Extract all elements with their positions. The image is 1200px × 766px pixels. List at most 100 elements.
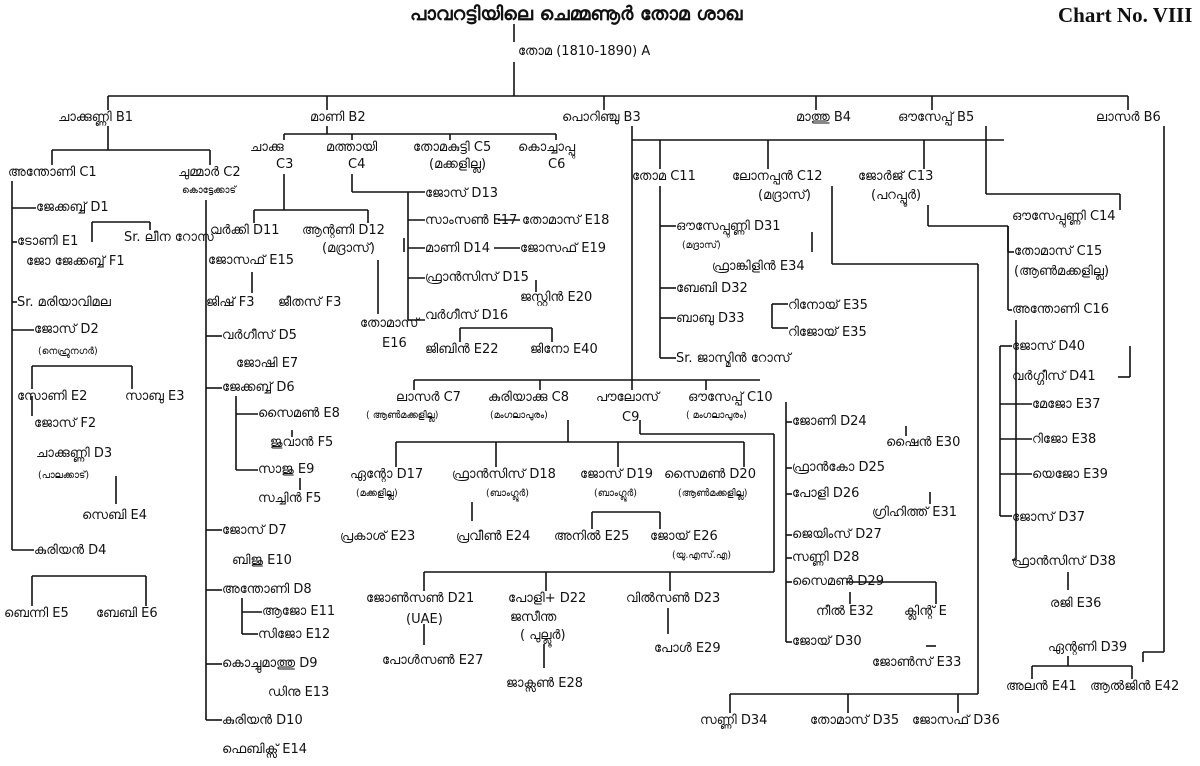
node-c5-note: (മക്കളില്ല) (429, 157, 487, 172)
node-c4b: C4 (348, 157, 366, 172)
node-d2-note: (നെഹ്രുനഗർ) (38, 346, 98, 357)
node-c13: ജോർജ് C13 (858, 169, 934, 184)
node-e17: സാംസൺ E17 (425, 213, 518, 228)
node-d39: ഏന്റണി D39 (1048, 640, 1128, 655)
node-f3a: ജിഷ് F3 (206, 295, 255, 310)
node-e35b: റിജോയ് E35 (788, 325, 867, 340)
chart-number: Chart No. VIII (1058, 3, 1193, 27)
node-d41: വർഗ്ഗീസ് D41 (1012, 369, 1096, 384)
node-d29: സൈമൺ D29 (792, 574, 884, 589)
node-e24: പ്രവീൺ E24 (456, 529, 531, 544)
node-c9a: പൗലോസ് (596, 390, 660, 405)
node-c5: തോമകുട്ടി C5 (413, 140, 492, 155)
node-e11: ആജോ E11 (262, 604, 336, 619)
node-c15: തോമാസ് C15 (1014, 244, 1103, 259)
node-e2: സോണി E2 (17, 389, 88, 404)
node-c12: ലോനപ്പൻ C12 (732, 169, 823, 184)
node-d22-note: ( പുല്ലൂർ) (520, 628, 566, 643)
node-d34: സണ്ണി D34 (700, 713, 768, 728)
node-b4: മാത്തു B4 (796, 110, 852, 125)
node-e8: സൈമൺ E8 (258, 406, 340, 421)
node-f5a: ജുവാൻ F5 (270, 435, 334, 450)
node-f1: ജോ ജേക്കബ്ബ് F1 (26, 254, 125, 269)
node-d16: വർഗീസ് D16 (425, 308, 509, 323)
node-c13-note: (പറപ്പൂർ) (871, 188, 922, 203)
node-d9: കൊച്ചുമാത്തു D9 (222, 656, 318, 671)
node-e7: ജോഷി E7 (236, 356, 299, 371)
node-e27: പോൾസൺ E27 (382, 653, 484, 668)
node-d10: കുരിയൻ D10 (222, 713, 303, 728)
node-c16: അന്തോണി C16 (1012, 302, 1109, 317)
node-e32: നീൽ E32 (816, 604, 874, 619)
node-d32: ബേബി D32 (676, 281, 748, 296)
node-d7: ജോസ് D7 (222, 523, 287, 538)
node-e1: ടോണി E1 (17, 234, 79, 249)
node-d38: ഫ്രാൻസിസ് D38 (1012, 554, 1116, 569)
node-d25: ഫ്രാൻകോ D25 (792, 460, 886, 475)
node-e18: തോമാസ് E18 (522, 213, 610, 228)
node-f3b: ജീതസ് F3 (278, 295, 342, 310)
node-d40: ജോസ് D40 (1012, 339, 1085, 354)
node-d24: ജോണി D24 (792, 414, 867, 429)
node-c7: ലാസർ C7 (396, 390, 461, 405)
node-e16b: E16 (382, 336, 407, 351)
node-e39: യെജോ E39 (1032, 467, 1108, 482)
node-e35a: റിനോയ് E35 (788, 298, 868, 313)
node-e31: ഗ്രിഹിത്ത് E31 (872, 505, 958, 520)
node-e5: ബെന്നി E5 (4, 606, 69, 621)
node-e16a: തോമാസ് (360, 316, 419, 331)
node-d20-note: (ആൺമക്കളില്ല) (678, 488, 748, 499)
node-c10: ഔസേപ്പ് C10 (688, 390, 773, 405)
node-e41: അലൻ E41 (1006, 679, 1077, 694)
node-d4: കുരിയൻ D4 (34, 543, 107, 558)
node-c11: തോമ C11 (632, 169, 696, 184)
node-c10-note: ( മംഗലാപുരം) (686, 410, 747, 421)
node-d28: സണ്ണി D28 (792, 550, 860, 565)
node-d2: ജോസ് D2 (34, 322, 99, 337)
node-e36: രജി E36 (1050, 596, 1102, 611)
node-d18: ഫ്രാൻസിസ് D18 (452, 467, 556, 482)
node-sr-mariya: Sr. മരിയാവിമല (17, 295, 111, 310)
node-d21-note: (UAE) (406, 612, 443, 627)
node-c7-note: ( ആൺമക്കളില്ല) (366, 410, 439, 421)
node-d3-note: (പാലക്കാട്) (38, 470, 90, 481)
node-d19-note: (ബാംഗ്ലൂർ) (594, 488, 637, 499)
node-d8: അന്തോണി D8 (222, 582, 312, 597)
node-c15-note: (ആൺമക്കളില്ല) (1014, 264, 1110, 279)
node-d14: മാണി D14 (425, 241, 490, 256)
node-c2: ചുമ്മാർ C2 (178, 165, 241, 180)
node-c8-note: (മംഗലാപുരം) (490, 410, 548, 421)
node-d12-note: (മദ്രാസ്) (322, 241, 375, 256)
node-e26: ജോയ് E26 (650, 529, 718, 544)
node-b6: ലാസർ B6 (1096, 110, 1161, 125)
node-d33: ബാബു D33 (676, 311, 745, 326)
node-d31: ഔസേപ്പുണ്ണി D31 (676, 219, 781, 234)
node-d31-note: (മദ്രാസ്) (682, 240, 721, 251)
node-e6: ബേബി E6 (96, 606, 158, 621)
node-b3: പൊറിഞ്ചു B3 (562, 110, 641, 125)
node-d1: ജേക്കബ്ബ് D1 (36, 200, 109, 215)
node-d18-note: (ബാംഗ്ലൂർ) (486, 488, 529, 499)
node-e-klint: ക്ലിന്റ് E (904, 604, 947, 619)
node-d15: ഫ്രാൻസിസ് D15 (425, 270, 529, 285)
node-e15: ജോസഫ് E15 (208, 253, 295, 268)
node-d13: ജോസ് D13 (425, 186, 498, 201)
node-c12-note: (മദ്രാസ്) (758, 188, 811, 203)
node-d22: പോളി+ D22 (508, 591, 587, 606)
node-d37: ജോസ് D37 (1012, 510, 1085, 525)
node-c2-note: കൊട്ടേക്കാട് (182, 185, 236, 196)
title: പാവറട്ടിയിലെ ചെമ്മണൂർ തോമ ശാഖ (410, 3, 743, 25)
node-sr-jasmin: Sr. ജാസ്മിൻ റോസ് (676, 351, 791, 366)
node-c8: കുരിയാക്കു C8 (488, 390, 569, 405)
node-c1: അന്തോണി C1 (8, 165, 97, 180)
node-b2: മാണി B2 (310, 110, 366, 125)
node-root: തോമ (1810-1890) A (518, 44, 651, 59)
node-d23: വിൽസൺ D23 (626, 591, 721, 606)
node-e40: ജിനോ E40 (530, 342, 598, 357)
node-c3b: C3 (276, 157, 294, 172)
node-d26: പോളി D26 (792, 486, 860, 501)
node-f5b: സച്ചിൻ F5 (258, 491, 322, 506)
node-c6b: C6 (548, 157, 566, 172)
